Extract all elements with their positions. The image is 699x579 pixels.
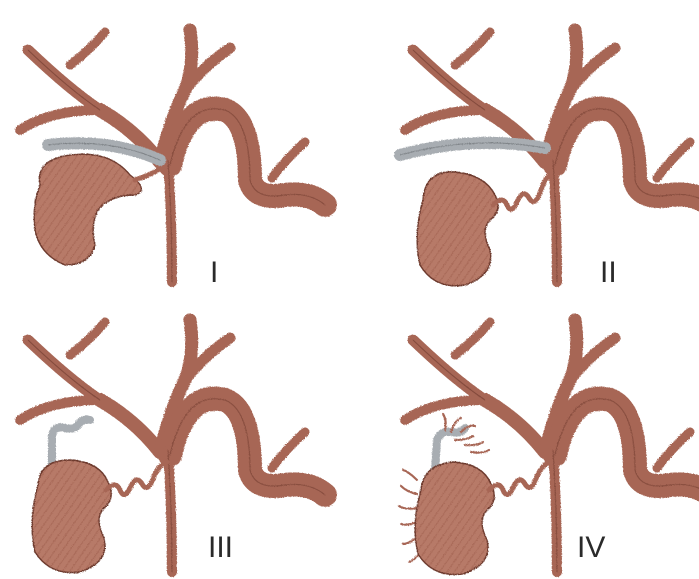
panel-label-3: III [208, 531, 233, 564]
panel-label-4: IV [577, 531, 605, 564]
panel-label-2: II [600, 256, 617, 289]
panel-label-1: I [210, 256, 218, 289]
panel-1: I [20, 30, 325, 289]
panel-2: II [400, 30, 699, 289]
panel-3: III [20, 320, 325, 573]
panel-4: IV [399, 320, 699, 575]
